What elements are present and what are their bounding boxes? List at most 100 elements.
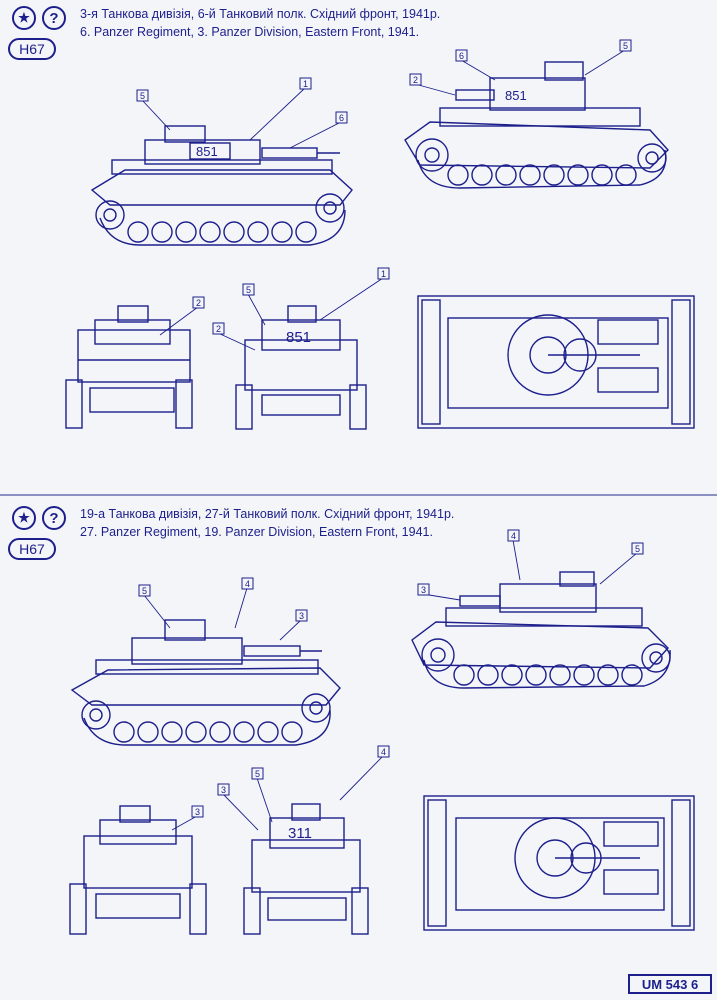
callout-number: 4 <box>511 531 516 541</box>
road-wheel <box>591 164 613 186</box>
callout-box <box>242 283 255 296</box>
tank-top-view <box>417 295 695 429</box>
road-wheel <box>233 721 255 743</box>
callout-number: 5 <box>623 41 628 51</box>
road-wheel <box>127 221 149 243</box>
callout-box <box>138 584 151 597</box>
tank-rear-view: 851 <box>235 305 367 430</box>
callout-leader-line <box>141 99 171 131</box>
road-wheel <box>113 721 135 743</box>
title-english: 6. Panzer Regiment, 3. Panzer Division, … <box>80 25 420 39</box>
question-icon: ? <box>42 506 66 530</box>
road-wheel <box>281 721 303 743</box>
callout-number: 3 <box>421 585 426 595</box>
callout-leader-line <box>256 777 273 823</box>
tank-rear-view: 311 <box>243 803 369 935</box>
turret-number-rear: 851 <box>286 329 311 346</box>
callout-number: 3 <box>221 785 226 795</box>
callout-leader-line <box>339 755 384 801</box>
callout-number: 4 <box>245 579 250 589</box>
callout-number: 5 <box>246 285 251 295</box>
callout-number: 6 <box>339 113 344 123</box>
road-wheel <box>295 221 317 243</box>
callout-leader-line <box>460 59 496 81</box>
turret-number-side: 851 <box>196 144 218 159</box>
road-wheel <box>151 221 173 243</box>
road-wheel <box>597 664 619 686</box>
callout-leader-line <box>599 552 638 585</box>
road-wheel <box>621 664 643 686</box>
callout-leader-line <box>414 83 456 96</box>
road-wheel <box>175 221 197 243</box>
callout-box <box>136 89 149 102</box>
callout-box <box>377 745 390 758</box>
road-wheel <box>567 164 589 186</box>
tank-drawings-1: 851 851 <box>65 39 695 430</box>
callout-box <box>192 296 205 309</box>
callout-leader-line <box>289 121 342 149</box>
callout-number: 6 <box>459 51 464 61</box>
callout-number: 5 <box>142 586 147 596</box>
callout-leader-line <box>222 793 259 831</box>
road-wheel <box>615 164 637 186</box>
tank-top-view <box>423 795 695 931</box>
road-wheel <box>525 664 547 686</box>
tank-front-view <box>65 305 193 429</box>
title-ukrainian: 19-а Танкова дивізія, 27-й Танковий полк… <box>80 507 455 521</box>
road-wheel <box>209 721 231 743</box>
callout-leader-line <box>171 815 198 831</box>
callout-leader-line <box>143 594 171 629</box>
callout-leader-line <box>512 539 521 581</box>
road-wheel <box>137 721 159 743</box>
turret-number-rear: 311 <box>288 825 312 842</box>
callout-box <box>377 267 390 280</box>
callout-number: 1 <box>303 79 308 89</box>
callout-leader-line <box>584 49 626 76</box>
callout-leader-line <box>249 87 306 141</box>
title-english: 27. Panzer Regiment, 19. Panzer Division… <box>80 525 433 539</box>
road-wheel <box>471 164 493 186</box>
callout-number: 2 <box>413 75 418 85</box>
callout-number: 5 <box>140 91 145 101</box>
callout-box <box>335 111 348 124</box>
callout-box <box>299 77 312 90</box>
tank-side-view-left <box>70 619 341 746</box>
tank-side-view-right: 851 <box>404 61 669 189</box>
callout-number: 1 <box>381 269 386 279</box>
callout-leader-line <box>234 587 248 629</box>
scheme-section-1: ★ ? H67 3-я Танкова дивізія, 6-й Танкови… <box>0 0 717 490</box>
callout-number: 3 <box>195 807 200 817</box>
callout-box <box>417 583 430 596</box>
scheme-code: H67 <box>8 38 56 60</box>
tank-side-view-right <box>411 571 671 689</box>
turret-number-side-right: 851 <box>505 88 527 103</box>
star-icon: ★ <box>12 506 36 530</box>
callout-leader-line <box>247 293 266 326</box>
callout-box <box>619 39 632 52</box>
road-wheel <box>573 664 595 686</box>
road-wheel <box>247 221 269 243</box>
callout-leader-line <box>319 277 384 321</box>
callout-leader-line <box>217 332 256 351</box>
callout-number: 3 <box>299 611 304 621</box>
section-icons: ★ ? <box>12 506 74 536</box>
section-divider <box>0 494 717 496</box>
road-wheel <box>223 221 245 243</box>
callout-leader-line <box>159 306 199 336</box>
road-wheel <box>257 721 279 743</box>
title-ukrainian: 3-я Танкова дивізія, 6-й Танковий полк. … <box>80 7 441 21</box>
road-wheel <box>549 664 571 686</box>
road-wheel <box>199 221 221 243</box>
scheme-code: H67 <box>8 538 56 560</box>
question-icon: ? <box>42 6 66 30</box>
callout-box <box>191 805 204 818</box>
road-wheel <box>495 164 517 186</box>
road-wheel <box>519 164 541 186</box>
callout-number: 5 <box>635 544 640 554</box>
callout-box <box>455 49 468 62</box>
callout-box <box>241 577 254 590</box>
callout-number: 4 <box>381 747 386 757</box>
